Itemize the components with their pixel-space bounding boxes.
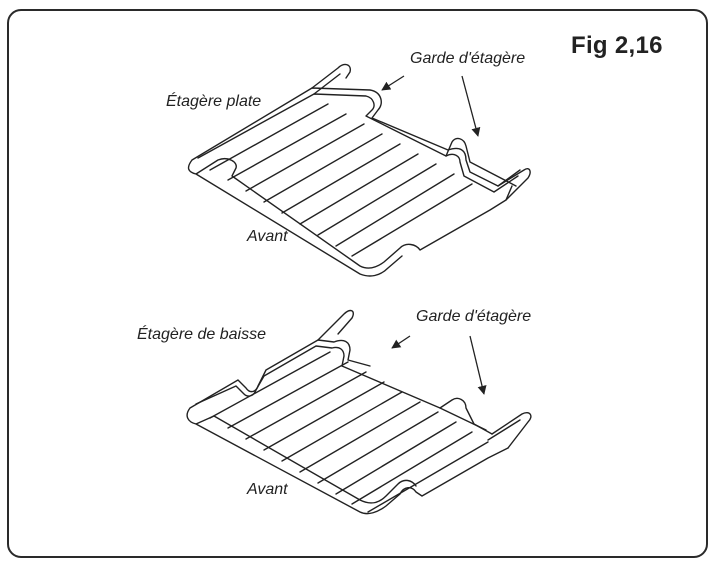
- top-rack-right-hook: [497, 168, 531, 201]
- bottom-arrow-left: [391, 335, 411, 349]
- top-rack-frame: [187, 87, 521, 277]
- figure-frame: [7, 9, 708, 558]
- bottom-rack-right-hook: [487, 412, 532, 449]
- top-guard-label: Garde d'étagère: [410, 50, 526, 67]
- bottom-rack-frame: [186, 339, 509, 515]
- bottom-arrow-right: [469, 335, 487, 395]
- top-rack-frame-inner: [197, 93, 519, 193]
- top-front-label: Avant: [247, 228, 288, 245]
- bottom-front-label: Avant: [247, 481, 288, 498]
- bottom-rack-frame-inner: [195, 345, 345, 405]
- figure-title: Fig 2,16: [571, 32, 663, 59]
- top-arrow-left: [381, 75, 405, 91]
- flat-shelf-rack: [187, 63, 531, 277]
- top-rack-bars: [209, 103, 473, 257]
- top-shelf-label: Étagère plate: [166, 93, 262, 110]
- bottom-rack-bars: [209, 351, 489, 513]
- drop-shelf-rack: [186, 309, 532, 515]
- top-arrow-right: [461, 75, 481, 137]
- bottom-shelf-label: Étagère de baisse: [137, 326, 266, 343]
- bottom-rack-back-hook: [317, 309, 354, 341]
- bottom-rack-guard: [439, 397, 493, 435]
- bottom-guard-label: Garde d'étagère: [416, 308, 532, 325]
- top-rack-guard: [445, 137, 517, 187]
- bottom-rack-rear-rail: [341, 365, 487, 431]
- top-rack-back-hook: [311, 63, 352, 95]
